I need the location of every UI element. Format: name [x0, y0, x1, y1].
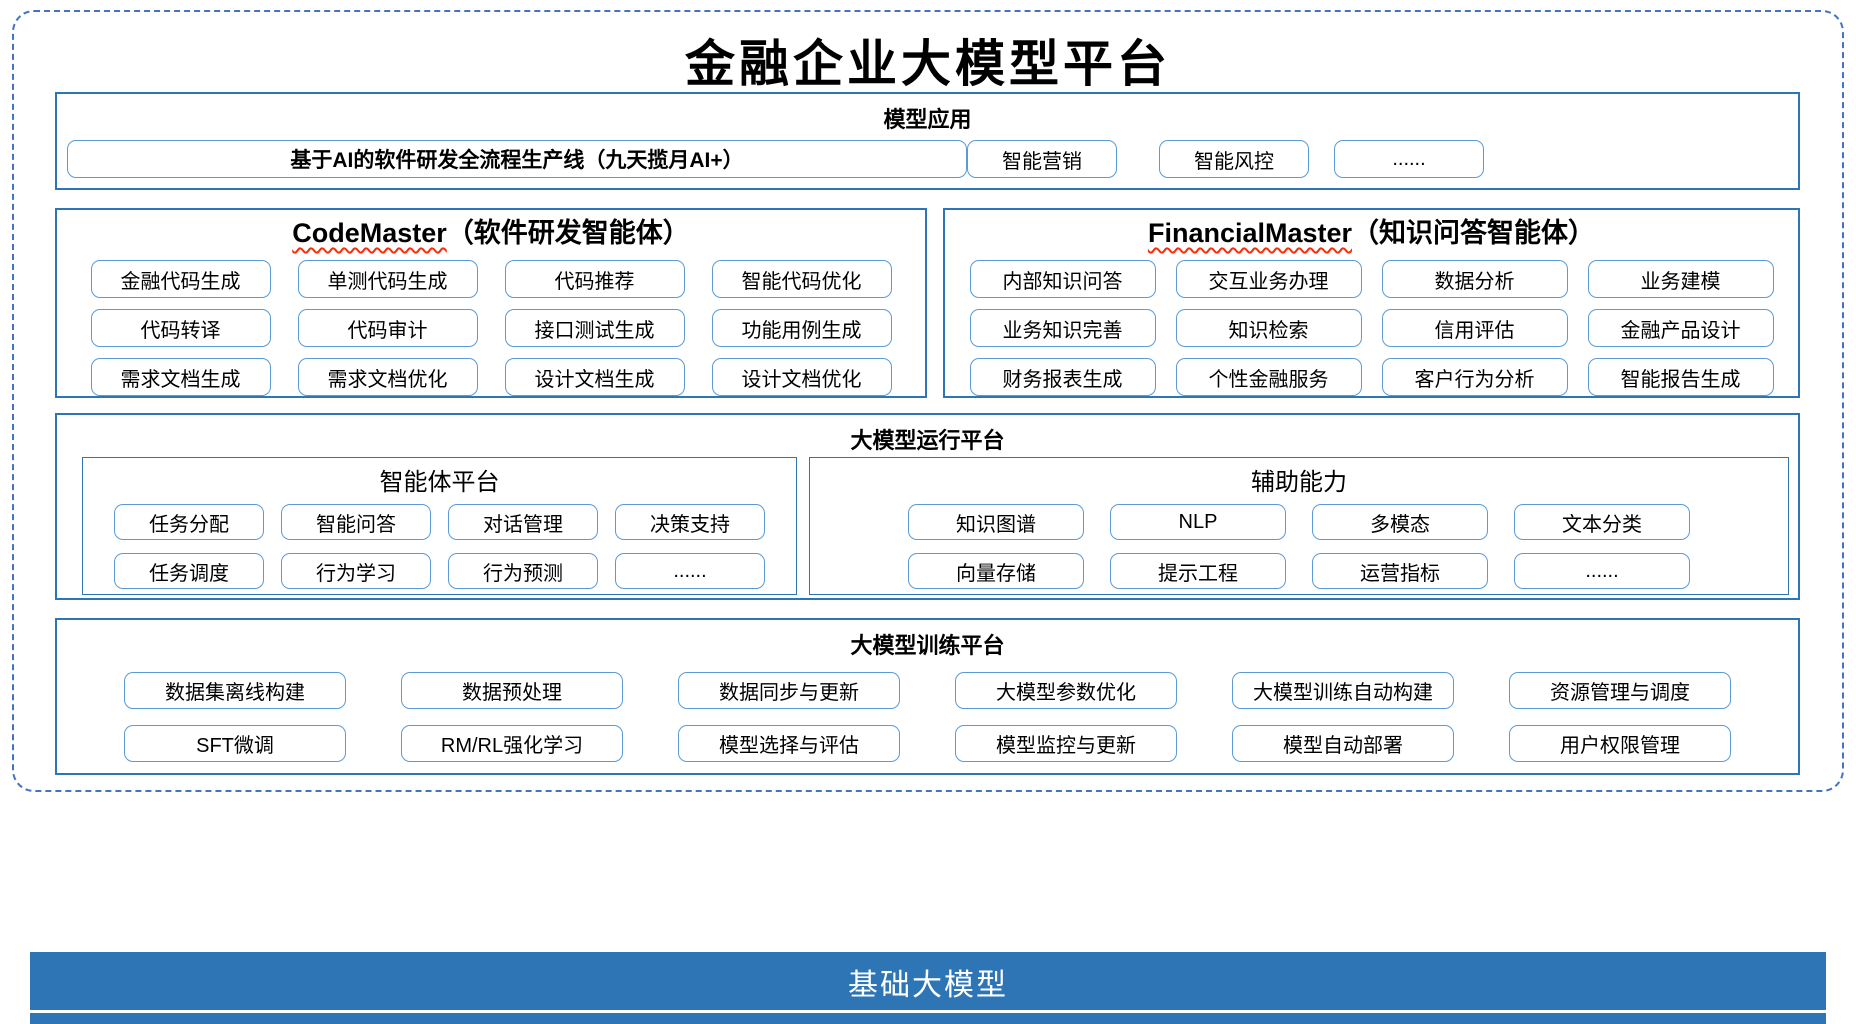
capability-box: 大模型训练自动构建: [1232, 672, 1454, 709]
section-financialmaster: FinancialMaster（知识问答智能体） 内部知识问答交互业务办理数据分…: [943, 208, 1800, 398]
foundation-model-label: 基础大模型: [848, 969, 1008, 1002]
subsection-aux-ability: 辅助能力 知识图谱 NLP 多模态文本分类向量存储提示工程运营指标......: [809, 457, 1789, 595]
capability-box: SFT微调: [124, 725, 346, 762]
capability-box: 智能问答: [281, 504, 431, 540]
capability-box: 知识检索: [1175, 309, 1362, 348]
capability-box: 任务分配: [114, 504, 264, 540]
application-box: ......: [1334, 140, 1484, 178]
capability-box: 客户行为分析: [1381, 358, 1568, 397]
capability-box: ......: [1514, 553, 1690, 589]
capability-box: 对话管理: [448, 504, 598, 540]
model-application-box-row: 基于AI的软件研发全流程生产线（九天揽月AI+） 智能营销 智能风控......: [67, 140, 1788, 178]
training-platform-header: 大模型训练平台: [850, 633, 1005, 658]
capability-box: 设计文档生成: [504, 358, 685, 397]
capability-box: 多模态: [1312, 504, 1488, 540]
capability-box: 模型选择与评估: [678, 725, 900, 762]
capability-box: 模型监控与更新: [955, 725, 1177, 762]
application-box: 智能营销: [967, 140, 1117, 178]
codemaster-header-en: CodeMaster: [292, 218, 447, 248]
capability-box: 智能代码优化: [711, 260, 892, 299]
runtime-platform-header: 大模型运行平台: [850, 428, 1005, 453]
capability-box: 内部知识问答: [969, 260, 1156, 299]
capability-box: 模型自动部署: [1232, 725, 1454, 762]
capability-box: ......: [615, 553, 765, 589]
capability-box: 决策支持: [615, 504, 765, 540]
aux-ability-grid: 知识图谱 NLP 多模态文本分类向量存储提示工程运营指标......: [810, 504, 1788, 589]
section-runtime-platform: 大模型运行平台 智能体平台 任务分配智能问答对话管理决策支持任务调度行为学习行为…: [55, 413, 1800, 600]
financialmaster-capability-grid: 内部知识问答交互业务办理数据分析业务建模业务知识完善知识检索信用评估金融产品设计…: [945, 260, 1798, 397]
capability-box: 行为学习: [281, 553, 431, 589]
capability-box: 财务报表生成: [969, 358, 1156, 397]
capability-box: 金融产品设计: [1587, 309, 1774, 348]
capability-box: 运营指标: [1312, 553, 1488, 589]
capability-box: 单测代码生成: [297, 260, 478, 299]
capability-box: 金融代码生成: [90, 260, 271, 299]
subsection-agent-platform: 智能体平台 任务分配智能问答对话管理决策支持任务调度行为学习行为预测......: [82, 457, 797, 595]
foundation-model-bar: 基础大模型: [30, 952, 1826, 1024]
capability-box: 代码审计: [297, 309, 478, 348]
capability-box: 需求文档优化: [297, 358, 478, 397]
capability-box: 业务建模: [1587, 260, 1774, 299]
capability-box: 用户权限管理: [1509, 725, 1731, 762]
aux-ability-header: 辅助能力: [1251, 469, 1347, 496]
capability-box: 交互业务办理: [1175, 260, 1362, 299]
capability-box: 代码转译: [90, 309, 271, 348]
capability-box: 数据预处理: [401, 672, 623, 709]
capability-box: 数据分析: [1381, 260, 1568, 299]
capability-box: 大模型参数优化: [955, 672, 1177, 709]
capability-box: 资源管理与调度: [1509, 672, 1731, 709]
capability-box: 数据集离线构建: [124, 672, 346, 709]
codemaster-header-cn: （软件研发智能体）: [446, 218, 690, 248]
capability-box: 文本分类: [1514, 504, 1690, 540]
capability-box: 知识图谱: [908, 504, 1084, 540]
codemaster-header: CodeMaster（软件研发智能体）: [57, 216, 925, 251]
financialmaster-header: FinancialMaster（知识问答智能体）: [945, 216, 1798, 251]
capability-box: NLP: [1110, 504, 1286, 540]
capability-box: 行为预测: [448, 553, 598, 589]
capability-box: 个性金融服务: [1175, 358, 1362, 397]
training-platform-grid: 数据集离线构建 数据预处理 数据同步与更新 大模型参数优化 大模型训练自动构建 资源管理与…: [57, 672, 1798, 762]
capability-box: 向量存储: [908, 553, 1084, 589]
application-box: 智能风控: [1159, 140, 1309, 178]
section-model-application: 模型应用 基于AI的软件研发全流程生产线（九天揽月AI+） 智能营销 智能风控..…: [55, 92, 1800, 190]
codemaster-capability-grid: 金融代码生成单测代码生成代码推荐智能代码优化代码转译代码审计接口测试生成功能用例…: [57, 260, 925, 397]
capability-box: 设计文档优化: [711, 358, 892, 397]
capability-box: 信用评估: [1381, 309, 1568, 348]
section-codemaster: CodeMaster（软件研发智能体） 金融代码生成单测代码生成代码推荐智能代码…: [55, 208, 927, 398]
agent-platform-grid: 任务分配智能问答对话管理决策支持任务调度行为学习行为预测......: [83, 504, 796, 589]
agent-platform-header: 智能体平台: [379, 469, 500, 496]
capability-box: 接口测试生成: [504, 309, 685, 348]
financialmaster-header-en: FinancialMaster: [1147, 218, 1353, 248]
capability-box: RM/RL强化学习: [401, 725, 623, 762]
capability-box: 业务知识完善: [969, 309, 1156, 348]
capability-box: 数据同步与更新: [678, 672, 900, 709]
capability-box: 需求文档生成: [90, 358, 271, 397]
section-training-platform: 大模型训练平台 数据集离线构建 数据预处理 数据同步与更新 大模型参数优化 大模型训练自…: [55, 618, 1800, 775]
page-title: 金融企业大模型平台: [685, 34, 1171, 93]
financialmaster-header-cn: （知识问答智能体）: [1352, 218, 1596, 248]
capability-box: 功能用例生成: [711, 309, 892, 348]
capability-box: 提示工程: [1110, 553, 1286, 589]
pipeline-box: 基于AI的软件研发全流程生产线（九天揽月AI+）: [67, 140, 967, 178]
capability-box: 任务调度: [114, 553, 264, 589]
capability-box: 代码推荐: [504, 260, 685, 299]
outer-dashed-border: [12, 10, 1844, 792]
section-model-application-header: 模型应用: [883, 107, 972, 132]
foundation-bar-divider: [30, 1010, 1826, 1013]
capability-box: 智能报告生成: [1587, 358, 1774, 397]
